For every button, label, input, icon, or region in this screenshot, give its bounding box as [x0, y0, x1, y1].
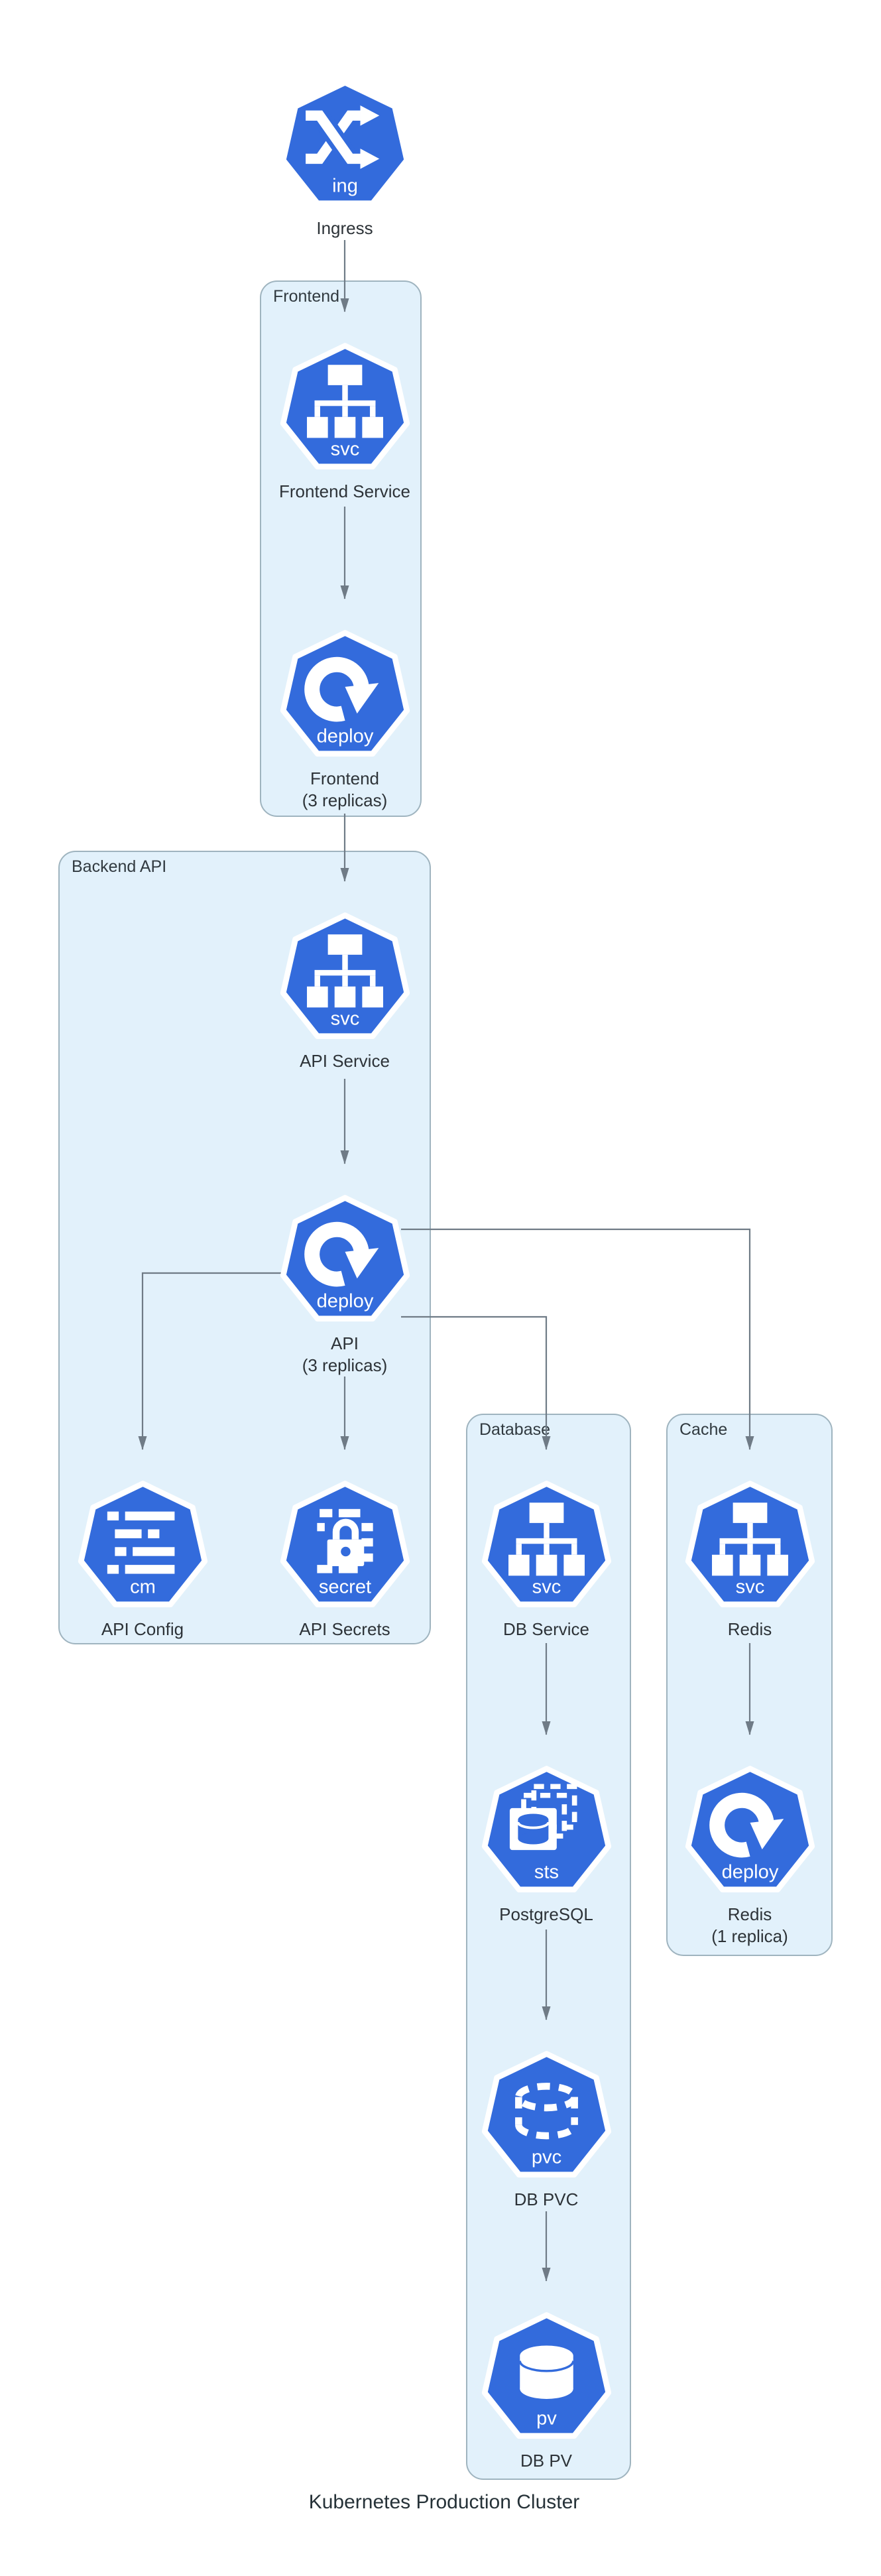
service-icon: svc — [682, 1476, 818, 1612]
node-label: Redis — [727, 1904, 772, 1924]
node-db-pv: pv DB PV — [460, 2307, 632, 2472]
deployment-icon: deploy — [277, 1190, 413, 1326]
configmap-icon: cm — [75, 1476, 211, 1612]
deployment-icon: deploy — [682, 1761, 818, 1897]
service-kind-label: svc — [330, 1008, 359, 1029]
service-kind-label: svc — [735, 1576, 764, 1597]
node-label: API Service — [300, 1051, 390, 1071]
deployment-kind-label: deploy — [316, 725, 373, 747]
secret-kind-label: secret — [318, 1576, 371, 1597]
node-label: Frontend — [310, 768, 380, 788]
statefulset-kind-label: sts — [534, 1861, 558, 1882]
node-label: API Config — [101, 1619, 184, 1639]
service-icon: svc — [479, 1476, 615, 1612]
pv-kind-label: pv — [536, 2408, 557, 2429]
deployment-kind-label: deploy — [316, 1290, 373, 1312]
service-icon: svc — [277, 908, 413, 1044]
node-label: DB Service — [502, 1619, 590, 1639]
group-backend-api-label: Backend API — [72, 857, 167, 876]
node-label: PostgreSQL — [499, 1904, 593, 1924]
service-kind-label: svc — [330, 438, 359, 460]
node-replicas-label: (1 replica) — [711, 1926, 788, 1946]
node-label: DB PV — [520, 2451, 573, 2471]
pvc-kind-label: pvc — [531, 2146, 561, 2168]
node-api-secrets: secret API Secrets — [259, 1476, 431, 1640]
node-api-deployment: deploy API (3 replicas) — [259, 1190, 431, 1377]
pvc-icon: pvc — [479, 2046, 615, 2182]
node-frontend-service: svc Frontend Service — [259, 338, 431, 503]
ingress-icon: ing — [277, 75, 413, 211]
edge-api-deployment-to-db-service — [401, 1316, 551, 1450]
node-label: Redis — [727, 1619, 772, 1639]
group-cache-label: Cache — [679, 1420, 728, 1439]
node-ingress: ing Ingress — [259, 75, 431, 239]
deployment-icon: deploy — [277, 625, 413, 761]
node-api-service: svc API Service — [259, 908, 431, 1072]
node-label: API Secrets — [299, 1619, 390, 1639]
node-frontend-deployment: deploy Frontend (3 replicas) — [259, 625, 431, 812]
pv-icon: pv — [479, 2307, 615, 2443]
edge-api-deployment-to-redis-service — [401, 1228, 754, 1450]
node-redis-deployment: deploy Redis (1 replica) — [664, 1761, 836, 1947]
configmap-kind-label: cm — [130, 1576, 156, 1597]
diagram-title: Kubernetes Production Cluster — [308, 2491, 580, 2513]
node-label: DB PVC — [514, 2189, 579, 2209]
node-db-service: svc DB Service — [460, 1476, 632, 1640]
node-label: Frontend Service — [279, 481, 410, 501]
service-kind-label: svc — [532, 1576, 561, 1597]
node-db-pvc: pvc DB PVC — [460, 2046, 632, 2211]
node-replicas-label: (3 replicas) — [302, 790, 388, 810]
node-postgresql: sts PostgreSQL — [460, 1761, 632, 1926]
group-frontend-label: Frontend — [273, 287, 340, 306]
group-database-label: Database — [479, 1420, 551, 1439]
service-icon: svc — [277, 338, 413, 474]
node-replicas-label: (3 replicas) — [302, 1355, 388, 1375]
node-label: Ingress — [316, 218, 373, 238]
node-redis-service: svc Redis — [664, 1476, 836, 1640]
secret-icon: secret — [277, 1476, 413, 1612]
statefulset-icon: sts — [479, 1761, 615, 1897]
edge-api-deployment-to-api-config — [138, 1272, 288, 1450]
node-label: API — [331, 1333, 359, 1353]
node-api-config: cm API Config — [56, 1476, 229, 1640]
deployment-kind-label: deploy — [721, 1861, 778, 1882]
ingress-kind-label: ing — [332, 175, 358, 196]
